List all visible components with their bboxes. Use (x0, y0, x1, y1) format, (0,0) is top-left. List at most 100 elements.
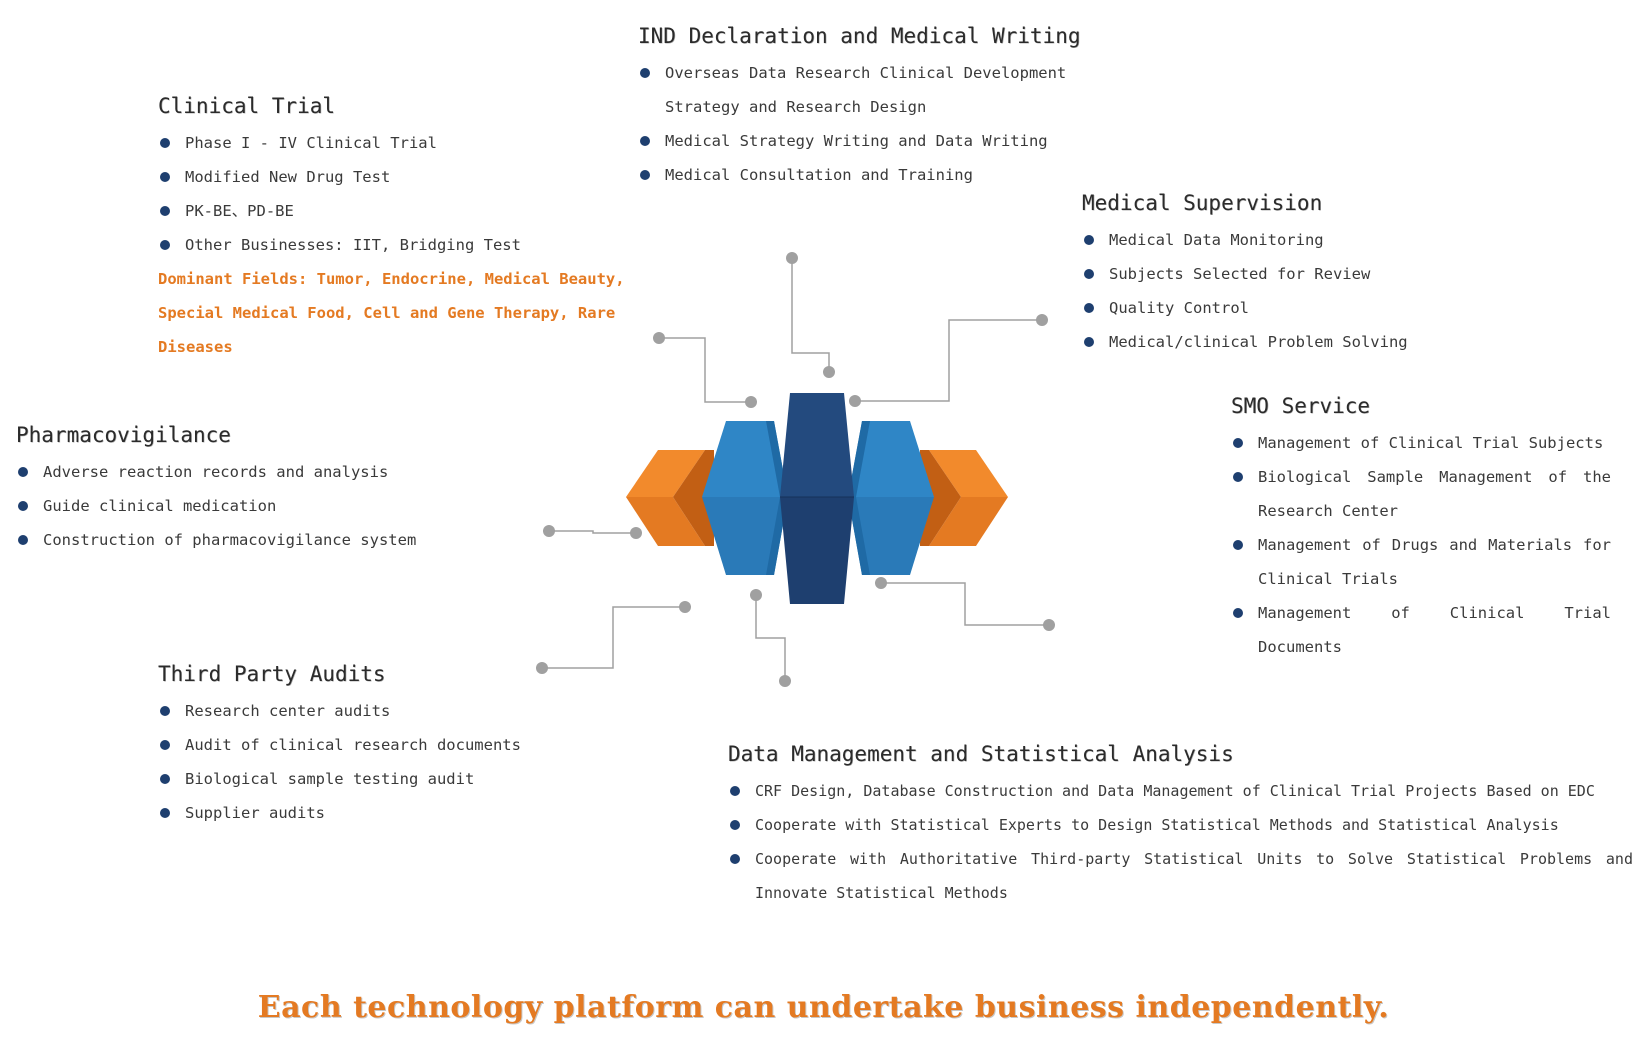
section-clinical-trial: Clinical Trial Phase I - IV Clinical Tri… (158, 92, 638, 364)
item-text: Biological Sample Management of the Rese… (1258, 468, 1611, 520)
item-text: Modified New Drug Test (185, 168, 391, 186)
bullet-icon (1084, 303, 1094, 313)
bullet-icon (640, 68, 650, 78)
dot-data-inner (750, 589, 762, 601)
list-item: Medical/clinical Problem Solving (1082, 325, 1462, 359)
dominant-fields: Dominant Fields: Tumor, Endocrine, Medic… (158, 270, 625, 356)
connector-dots (536, 252, 1055, 687)
left-blue-block (702, 421, 788, 575)
bullet-icon (730, 854, 740, 864)
item-text: Cooperate with Authoritative Third-party… (755, 850, 1633, 902)
center-dark-block (780, 393, 854, 604)
bullet-icon (160, 808, 170, 818)
connector-clinical (659, 337, 751, 403)
section-pharmacovigilance: Pharmacovigilance Adverse reaction recor… (16, 421, 456, 557)
bullet-icon (1233, 472, 1243, 482)
item-text: Biological sample testing audit (185, 770, 475, 788)
item-text: Subjects Selected for Review (1109, 265, 1371, 283)
section-title: Clinical Trial (158, 94, 336, 118)
bullet-icon (730, 820, 740, 830)
dot-pharmacovigilance-outer (543, 525, 555, 537)
dot-ind-inner (823, 366, 835, 378)
section-title: Medical Supervision (1082, 191, 1323, 215)
section-smo-service: SMO Service Management of Clinical Trial… (1231, 392, 1611, 664)
bullet-icon (1084, 235, 1094, 245)
section-ind: IND Declaration and Medical Writing Over… (638, 22, 1081, 192)
dot-supervision-outer (1036, 314, 1048, 326)
connector-ind (791, 258, 830, 372)
dot-smo-outer (1043, 619, 1055, 631)
section-third-party-audits: Third Party Audits Research center audit… (158, 660, 598, 830)
bullet-icon (640, 136, 650, 146)
item-list: Research center audits Audit of clinical… (158, 694, 598, 830)
dot-ind-outer (786, 252, 798, 264)
item-list: Phase I - IV Clinical Trial Modified New… (158, 126, 638, 262)
dot-audits-inner (679, 601, 691, 613)
bullet-icon (640, 170, 650, 180)
item-text: CRF Design, Database Construction and Da… (755, 782, 1595, 800)
section-medical-supervision: Medical Supervision Medical Data Monitor… (1082, 189, 1462, 359)
section-title: Data Management and Statistical Analysis (728, 742, 1234, 766)
list-item: Adverse reaction records and analysis (16, 455, 456, 489)
list-item: Management of Clinical Trial Documents (1231, 596, 1611, 664)
list-item: Overseas Data Research Clinical Developm… (638, 56, 1078, 124)
section-title: Third Party Audits (158, 662, 386, 686)
section-title: SMO Service (1231, 394, 1371, 418)
bullet-icon (160, 206, 170, 216)
connector-data (755, 595, 786, 681)
item-text: Supplier audits (185, 804, 325, 822)
item-text: Cooperate with Statistical Experts to De… (755, 816, 1559, 834)
dot-supervision-inner (849, 395, 861, 407)
bullet-icon (160, 172, 170, 182)
item-text: Research center audits (185, 702, 391, 720)
connector-pharmacovigilance (549, 530, 636, 534)
item-text: Medical Consultation and Training (665, 166, 973, 184)
bullet-icon (160, 240, 170, 250)
list-item: Management of Clinical Trial Subjects (1231, 426, 1611, 460)
section-title: IND Declaration and Medical Writing (638, 24, 1081, 48)
list-item: Management of Drugs and Materials for Cl… (1231, 528, 1611, 596)
dot-clinical-inner (745, 396, 757, 408)
item-text: Construction of pharmacovigilance system (43, 531, 417, 549)
list-item: Cooperate with Authoritative Third-party… (728, 842, 1633, 910)
item-text: Medical Data Monitoring (1109, 231, 1324, 249)
connector-smo (881, 582, 1049, 626)
bullet-icon (1233, 438, 1243, 448)
dot-clinical-outer (653, 332, 665, 344)
item-list: Management of Clinical Trial Subjects Bi… (1231, 426, 1611, 664)
item-text: Phase I - IV Clinical Trial (185, 134, 437, 152)
section-title: Pharmacovigilance (16, 423, 231, 447)
bullet-icon (160, 740, 170, 750)
list-item: CRF Design, Database Construction and Da… (728, 774, 1633, 808)
bullet-icon (1233, 608, 1243, 618)
bullet-icon (18, 467, 28, 477)
connector-lines (542, 258, 1049, 681)
list-item: Medical Strategy Writing and Data Writin… (638, 124, 1078, 158)
right-blue-block (848, 421, 934, 575)
list-item: PK-BE、PD-BE (158, 194, 638, 228)
dot-data-outer (779, 675, 791, 687)
item-text: Management of Drugs and Materials for Cl… (1258, 536, 1611, 588)
list-item: Biological Sample Management of the Rese… (1231, 460, 1611, 528)
item-text: Quality Control (1109, 299, 1249, 317)
item-list: Adverse reaction records and analysis Gu… (16, 455, 456, 557)
connector-audits (542, 606, 685, 669)
list-item: Modified New Drug Test (158, 160, 638, 194)
item-text: Overseas Data Research Clinical Developm… (665, 64, 1067, 116)
bullet-icon (18, 535, 28, 545)
item-text: Other Businesses: IIT, Bridging Test (185, 236, 521, 254)
item-text: Management of Clinical Trial Subjects (1258, 434, 1604, 452)
bullet-icon (160, 706, 170, 716)
item-text: PK-BE、PD-BE (185, 202, 294, 220)
footer-tagline: Each technology platform can undertake b… (257, 990, 1390, 1025)
list-item: Phase I - IV Clinical Trial (158, 126, 638, 160)
list-item: Audit of clinical research documents (158, 728, 598, 762)
dot-smo-inner (875, 577, 887, 589)
bullet-icon (18, 501, 28, 511)
item-text: Audit of clinical research documents (185, 736, 521, 754)
bullet-icon (160, 138, 170, 148)
list-item: Subjects Selected for Review (1082, 257, 1462, 291)
bullet-icon (1233, 540, 1243, 550)
list-item: Biological sample testing audit (158, 762, 598, 796)
